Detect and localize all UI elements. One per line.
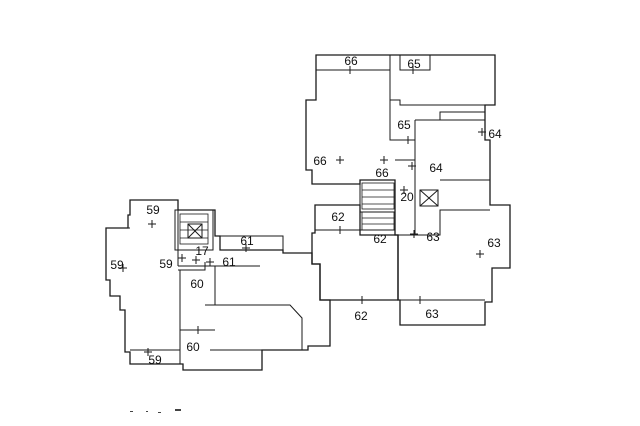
unit-label-59-top: 59 xyxy=(146,203,160,217)
right-tower-inner-walls xyxy=(306,99,490,301)
unit-label-66-left: 66 xyxy=(313,154,327,168)
room-61-top-wall xyxy=(220,235,284,250)
unit-label-66-center: 66 xyxy=(375,166,389,180)
unit-label-64-top: 64 xyxy=(488,127,502,141)
unit-label-62-bottom: 62 xyxy=(354,309,368,323)
unit-label-62-upper: 62 xyxy=(331,210,345,224)
unit-62-outline xyxy=(311,204,399,301)
unit-label-66-top: 66 xyxy=(344,54,358,68)
unit-label-59-left: 59 xyxy=(110,258,124,272)
unit-label-60-upper: 60 xyxy=(190,277,204,291)
stair-core-17-inner xyxy=(179,213,209,245)
unit-label-64-mid: 64 xyxy=(429,161,443,175)
unit-label-63-bottom: 63 xyxy=(425,307,439,321)
unit-label-63-right: 63 xyxy=(487,236,501,250)
unit-label-62-stair: 62 xyxy=(373,232,387,246)
unit-label-61-top: 61 xyxy=(240,234,254,248)
left-wing-outline xyxy=(105,199,331,371)
unit-label-59-mid: 59 xyxy=(159,257,173,271)
unit-label-65-mid: 65 xyxy=(397,118,411,132)
right-tower-outline xyxy=(305,54,511,326)
stair-core-17 xyxy=(174,209,214,251)
unit-label-59-bottom: 59 xyxy=(148,353,162,367)
unit-label-61-mid: 61 xyxy=(222,255,236,269)
stair-core-20 xyxy=(361,182,395,210)
left-wing-walls xyxy=(105,199,331,371)
unit-label-20: 20 xyxy=(400,190,414,204)
unit-labels: 66 65 65 64 66 66 64 20 62 62 63 63 62 6… xyxy=(110,54,502,367)
elevator-box xyxy=(419,189,439,207)
room-ticks xyxy=(119,66,486,356)
scan-specks xyxy=(130,409,181,413)
unit-label-65-top: 65 xyxy=(407,57,421,71)
unit-label-60-lower: 60 xyxy=(186,340,200,354)
unit-label-17: 17 xyxy=(195,244,209,258)
unit-label-63-mid: 63 xyxy=(426,230,440,244)
